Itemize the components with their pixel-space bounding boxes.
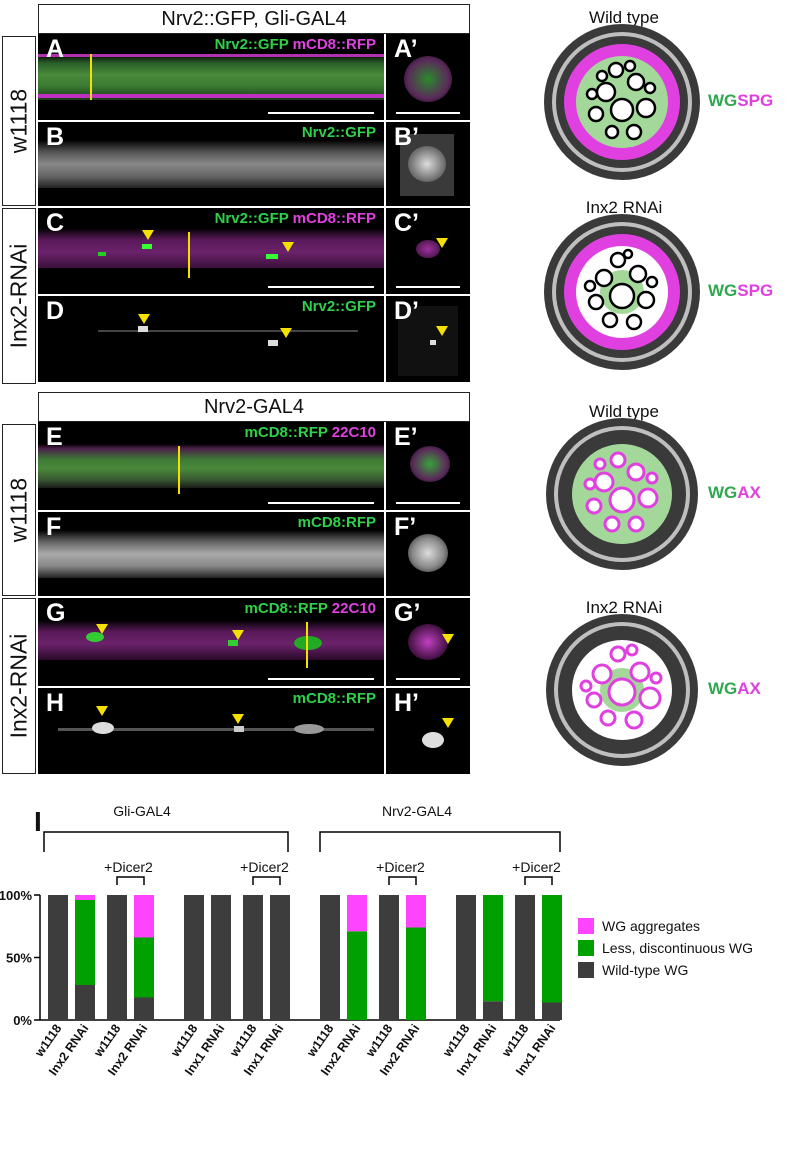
bar-segment <box>134 997 154 1020</box>
panel-h: H mCD8::RFP <box>38 688 384 774</box>
legend-label: WG aggregates <box>602 918 700 934</box>
diagram-wt-ax <box>546 418 698 570</box>
legend-swatch <box>578 962 594 978</box>
bar-segment <box>107 895 127 1020</box>
bar-segment <box>75 985 95 1020</box>
panel-e: E mCD8::RFP 22C10 <box>38 422 384 510</box>
side-label-inx2-bottom: Inx2-RNAi <box>2 598 36 774</box>
diagram-wt-spg <box>544 24 700 180</box>
diagram-inx2-ax <box>546 614 698 766</box>
panel-a-prime: A’ <box>386 34 470 120</box>
panel-e-prime: E’ <box>386 422 470 510</box>
bar-segment <box>406 927 426 1020</box>
panel-h-prime: H’ <box>386 688 470 774</box>
diagram-title-2: Inx2 RNAi <box>585 198 663 217</box>
header-top: Nrv2::GFP, Gli-GAL4 <box>38 4 470 34</box>
bar-segment <box>320 895 340 1020</box>
diagram-title-1: Wild type <box>589 8 659 27</box>
panel-c-prime: C’ <box>386 208 470 294</box>
group-label: Gli-GAL4 <box>113 803 171 819</box>
chart-label: I <box>34 806 42 837</box>
dicer-bracket <box>524 876 553 885</box>
diagram-title-3: Wild type <box>589 402 659 421</box>
panel-f-prime: F’ <box>386 512 470 596</box>
panel-d: D Nrv2::GFP <box>38 296 384 382</box>
dicer-bracket <box>252 876 281 885</box>
group-bracket <box>43 831 289 852</box>
diagram-label-3: WGAX <box>708 483 761 502</box>
panel-b: B Nrv2::GFP <box>38 122 384 206</box>
bar-segment <box>211 895 231 1020</box>
y-tick-label: 50% <box>6 951 32 966</box>
bar-segment <box>379 895 399 1020</box>
panel-a: A Nrv2::GFP mCD8::RFP <box>38 34 384 120</box>
dicer-label: +Dicer2 <box>240 859 289 875</box>
legend-label: Less, discontinuous WG <box>602 940 753 956</box>
bar-segment <box>347 931 367 1020</box>
header-bottom: Nrv2-GAL4 <box>38 392 470 422</box>
bar-segment <box>542 1002 562 1020</box>
diagram-label-1: WGSPG <box>708 91 774 110</box>
legend-swatch <box>578 940 594 956</box>
dicer-label: +Dicer2 <box>376 859 425 875</box>
y-tick-label: 100% <box>0 888 32 903</box>
side-label-w1118-top: w1118 <box>2 36 36 206</box>
bar-segment <box>48 895 68 1020</box>
bar-segment <box>134 937 154 998</box>
bar-segment <box>483 895 503 1002</box>
bar-segment <box>542 895 562 1003</box>
diagram-label-2: WGSPG <box>708 281 774 300</box>
diagram-inx2-spg <box>544 214 700 370</box>
dicer-bracket <box>116 876 145 885</box>
y-tick-label: 0% <box>13 1013 32 1028</box>
panel-c: C Nrv2::GFP mCD8::RFP <box>38 208 384 294</box>
bar-segment <box>483 1001 503 1020</box>
bar-segment <box>134 895 154 938</box>
panel-d-prime: D’ <box>386 296 470 382</box>
bar-segment <box>243 895 263 1020</box>
bar-segment <box>270 895 290 1020</box>
side-label-w1118-bottom: w1118 <box>2 424 36 596</box>
bar-segment <box>75 900 95 985</box>
side-label-inx2-top: Inx2-RNAi <box>2 208 36 384</box>
panel-f: F mCD8:RFP <box>38 512 384 596</box>
bar-segment <box>456 895 476 1020</box>
diagram-title-4: Inx2 RNAi <box>585 598 663 617</box>
bar-segment <box>75 895 95 900</box>
group-label: Nrv2-GAL4 <box>382 803 452 819</box>
bar-segment <box>347 895 367 932</box>
panel-g-prime: G’ <box>386 598 470 686</box>
dicer-label: +Dicer2 <box>104 859 153 875</box>
panel-b-prime: B’ <box>386 122 470 206</box>
dicer-label: +Dicer2 <box>512 859 561 875</box>
panel-g: G mCD8::RFP 22C10 <box>38 598 384 686</box>
group-bracket <box>319 831 561 852</box>
bar-segment <box>184 895 204 1020</box>
bar-segment <box>515 895 535 1020</box>
legend-swatch <box>578 918 594 934</box>
panel-label: A <box>46 35 65 63</box>
dicer-bracket <box>388 876 417 885</box>
legend-label: Wild-type WG <box>602 962 688 978</box>
diagram-label-4: WGAX <box>708 679 761 698</box>
bar-segment <box>406 895 426 928</box>
diagram-svg <box>544 24 700 766</box>
